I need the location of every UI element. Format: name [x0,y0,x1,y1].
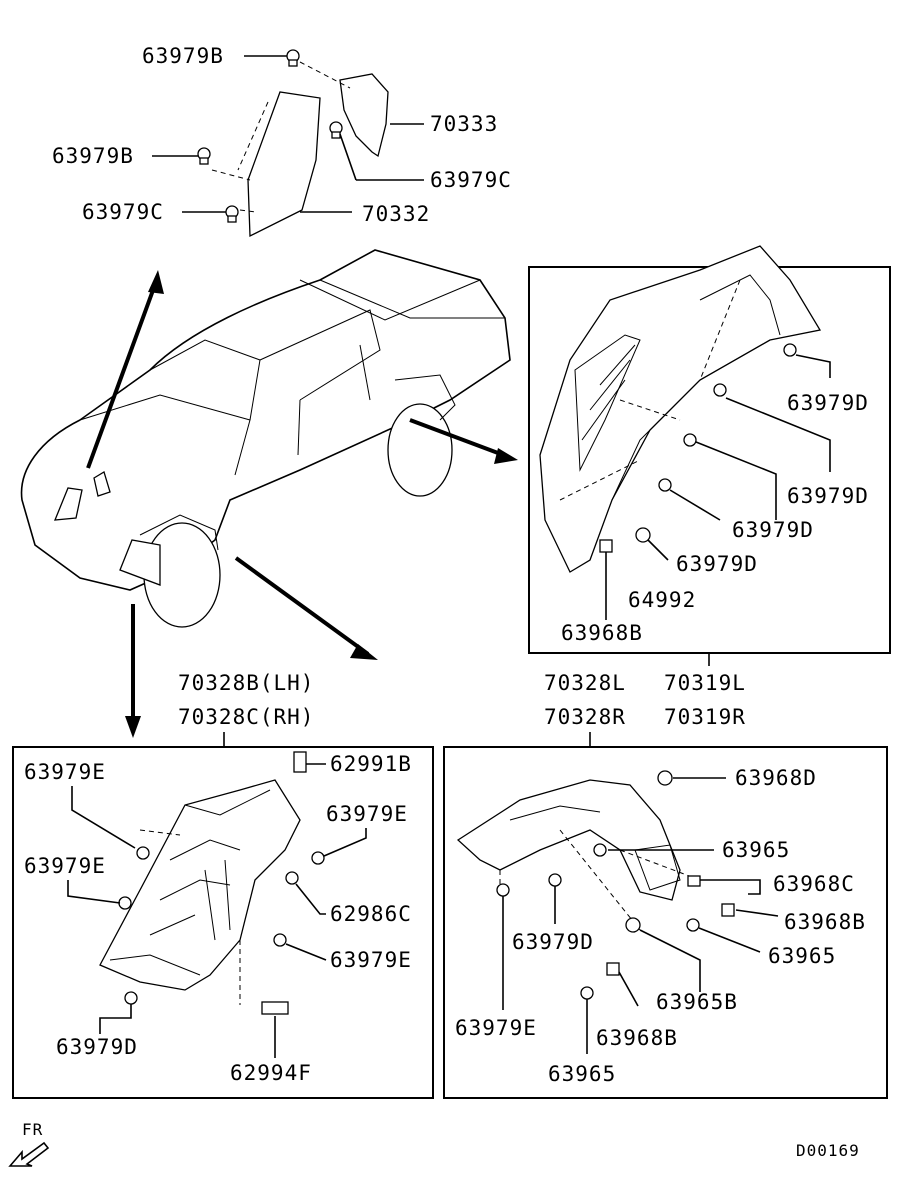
clip-63979D-icon [713,383,727,397]
splash-shield-panel [443,746,888,1099]
label-63979D: 63979D [732,518,814,542]
clip-63979D-icon [783,343,797,357]
clip-63979E-icon [496,883,510,897]
label-63965: 63965 [548,1062,616,1086]
front-liner-group: 63979E 62991B 63979E 63979E 62986C 63979… [24,751,412,1085]
nut-63968B-icon [721,903,735,917]
label-63968C: 63968C [773,872,855,896]
screw-64992-icon [635,527,651,543]
nut-63968D-icon [657,770,673,786]
nut-63968B-icon [606,962,620,976]
label-63979D: 63979D [512,930,594,954]
label-64992: 64992 [628,588,696,612]
label-70328R: 70328R [544,705,626,729]
vehicle-outline [20,249,511,628]
label-70319R: 70319R [664,705,746,729]
direction-label: FR [22,1120,43,1139]
label-63979B: 63979B [52,144,134,168]
rear-liner-group: 63979D 63979D 63979D 63979D 64992 63968B [539,245,869,645]
label-63968B: 63968B [784,910,866,934]
front-fender-liner-shape [99,779,301,991]
label-63968B: 63968B [596,1026,678,1050]
label-63979C: 63979C [82,200,164,224]
screw-63965-icon [593,843,607,857]
clip-63979C-icon [225,205,239,223]
clip-63979D-icon [548,873,562,887]
top-mudguard-group: 63979B 70333 63979B 63979C 63979C 70332 [52,44,512,238]
clip-63979B-icon [197,147,211,165]
clip-63979B-icon [286,49,300,67]
clip-63979E-icon [136,846,150,860]
label-63965B: 63965B [656,990,738,1014]
splash-shield-group: 63968D 63965 63968C 63968B 63979D 63965 … [455,766,866,1086]
label-63979D: 63979D [787,391,869,415]
part-70332-shape [247,91,321,238]
clip-63979D-icon [658,478,672,492]
label-63979E: 63979E [455,1016,537,1040]
label-70328B: 70328B(LH) [178,671,314,695]
nut-63968C-icon [687,875,701,887]
splash-shield-shape [456,779,681,901]
label-70332: 70332 [362,202,430,226]
label-63979E: 63979E [24,760,106,784]
label-70319L: 70319L [664,671,746,695]
label-63979D: 63979D [787,484,869,508]
clip-62986C-icon [285,871,299,885]
diagram-code: D00169 [796,1141,860,1160]
label-63965: 63965 [722,838,790,862]
label-63979D: 63979D [676,552,758,576]
label-63979B: 63979B [142,44,224,68]
clip-63979E-icon [118,896,132,910]
clip-63979D-icon [683,433,697,447]
label-62986C: 62986C [330,902,412,926]
label-63979C: 63979C [430,168,512,192]
label-62994F: 62994F [230,1061,312,1085]
bolt-62994F-icon [261,1001,289,1015]
label-63979E: 63979E [24,854,106,878]
label-70328L: 70328L [544,671,626,695]
part-70333-shape [339,73,389,158]
label-70333: 70333 [430,112,498,136]
label-63968B: 63968B [561,621,643,645]
rear-wheel-icon [387,403,453,497]
front-liner-panel [12,746,434,1099]
screw-63965-icon [580,986,594,1000]
clip-63979D-icon [124,991,138,1005]
clip-62991B-icon [293,751,307,773]
label-63979E: 63979E [330,948,412,972]
label-63968D: 63968D [735,766,817,790]
clip-63979E-icon [273,933,287,947]
label-62991B: 62991B [330,752,412,776]
nut-63968B-icon [599,539,613,553]
label-63965: 63965 [768,944,836,968]
label-70328C: 70328C(RH) [178,705,314,729]
screw-63965B-icon [625,917,641,933]
front-direction-arrow-icon [8,1141,50,1167]
clip-63979E-icon [311,851,325,865]
screw-63965-icon [686,918,700,932]
label-63979D: 63979D [56,1035,138,1059]
pointer-arrows [86,270,518,738]
label-63979E: 63979E [326,802,408,826]
